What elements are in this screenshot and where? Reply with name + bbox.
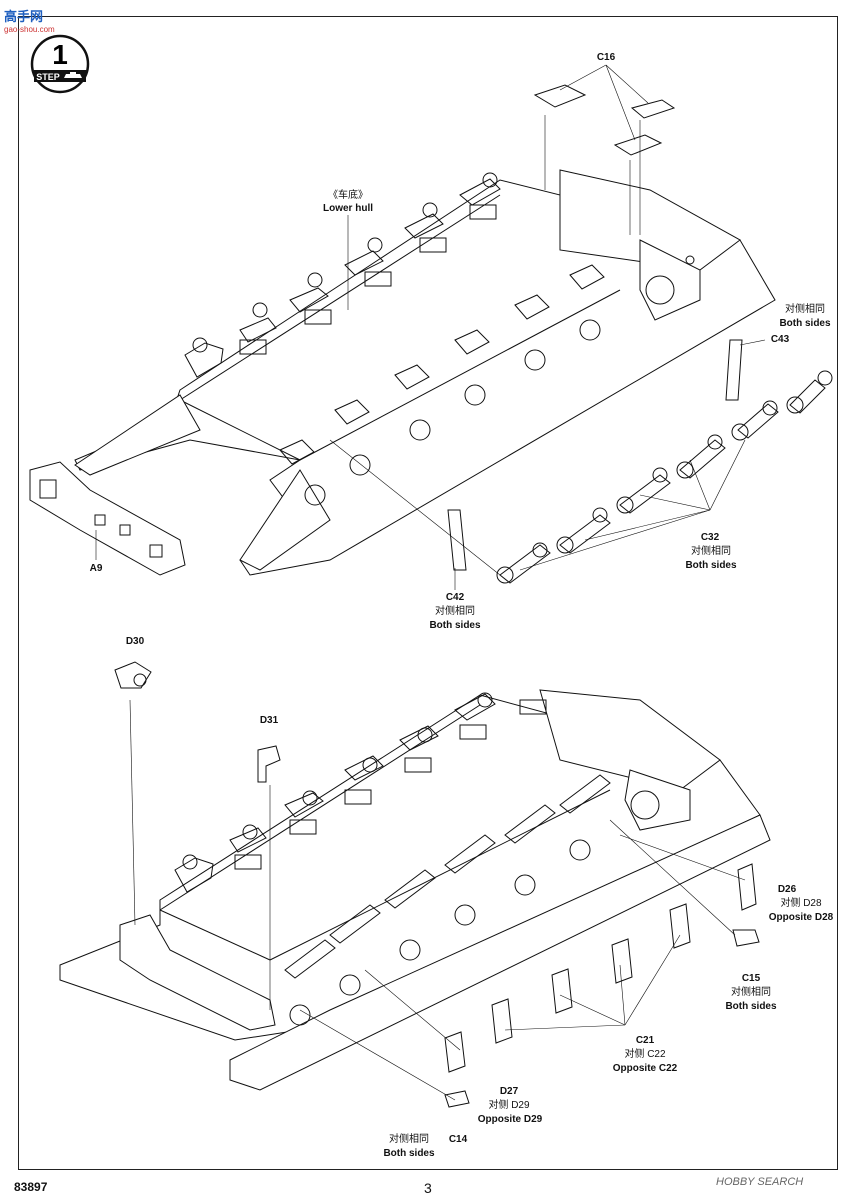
label-c32-cn: 对侧相同 bbox=[691, 546, 731, 557]
label-c16: C16 bbox=[596, 52, 616, 63]
label-c42: C42 bbox=[445, 592, 465, 603]
label-a9: A9 bbox=[89, 563, 103, 574]
label-both-sides-en-1: Both sides bbox=[779, 318, 831, 329]
label-c14-en: Both sides bbox=[383, 1148, 435, 1159]
label-c42-en: Both sides bbox=[429, 620, 481, 631]
label-lower-hull-cn: 《车底》 bbox=[328, 190, 368, 201]
label-c15-cn: 对侧相同 bbox=[731, 987, 771, 998]
label-d26-cn: 对侧 D28 bbox=[780, 898, 822, 909]
step-word: STEP bbox=[36, 72, 60, 82]
label-lower-hull-en: Lower hull bbox=[323, 203, 373, 214]
label-c21-en: Opposite C22 bbox=[612, 1063, 678, 1074]
step-number: 1 bbox=[52, 39, 68, 70]
label-c32: C32 bbox=[700, 532, 720, 543]
label-c14: C14 bbox=[448, 1134, 468, 1145]
label-c32-en: Both sides bbox=[685, 560, 737, 571]
label-c21: C21 bbox=[635, 1035, 655, 1046]
bottom-lower-hull-drawing bbox=[59, 661, 771, 1108]
label-c21-cn: 对侧 C22 bbox=[624, 1049, 666, 1060]
label-c42-cn: 对侧相同 bbox=[435, 606, 475, 617]
page-frame bbox=[18, 16, 838, 1170]
top-lower-hull-drawing bbox=[29, 64, 833, 590]
label-d27-en: Opposite D29 bbox=[477, 1114, 543, 1125]
label-both-sides-cn-1: 对侧相同 bbox=[785, 304, 825, 315]
step-badge: 1 STEP bbox=[30, 34, 90, 94]
label-d26-en: Opposite D28 bbox=[768, 912, 834, 923]
label-d27-cn: 对侧 D29 bbox=[488, 1100, 530, 1111]
page-number: 3 bbox=[424, 1180, 432, 1196]
label-c14-cn: 对侧相同 bbox=[389, 1134, 429, 1145]
watermark-bottom-right: HOBBY SEARCH bbox=[716, 1176, 804, 1188]
tank-icon bbox=[64, 72, 82, 78]
watermark-subtitle: gao-shou.com bbox=[4, 25, 55, 34]
label-d31: D31 bbox=[259, 715, 279, 726]
label-d27: D27 bbox=[499, 1086, 519, 1097]
label-c15-en: Both sides bbox=[725, 1001, 777, 1012]
label-d26: D26 bbox=[777, 884, 797, 895]
watermark-top-left: 高手网 gao-shou.com bbox=[4, 6, 55, 34]
kit-code: 83897 bbox=[14, 1180, 48, 1194]
watermark-title: 高手网 bbox=[4, 9, 44, 24]
label-c43: C43 bbox=[770, 334, 790, 345]
label-d30: D30 bbox=[125, 636, 145, 647]
label-c15: C15 bbox=[741, 973, 761, 984]
